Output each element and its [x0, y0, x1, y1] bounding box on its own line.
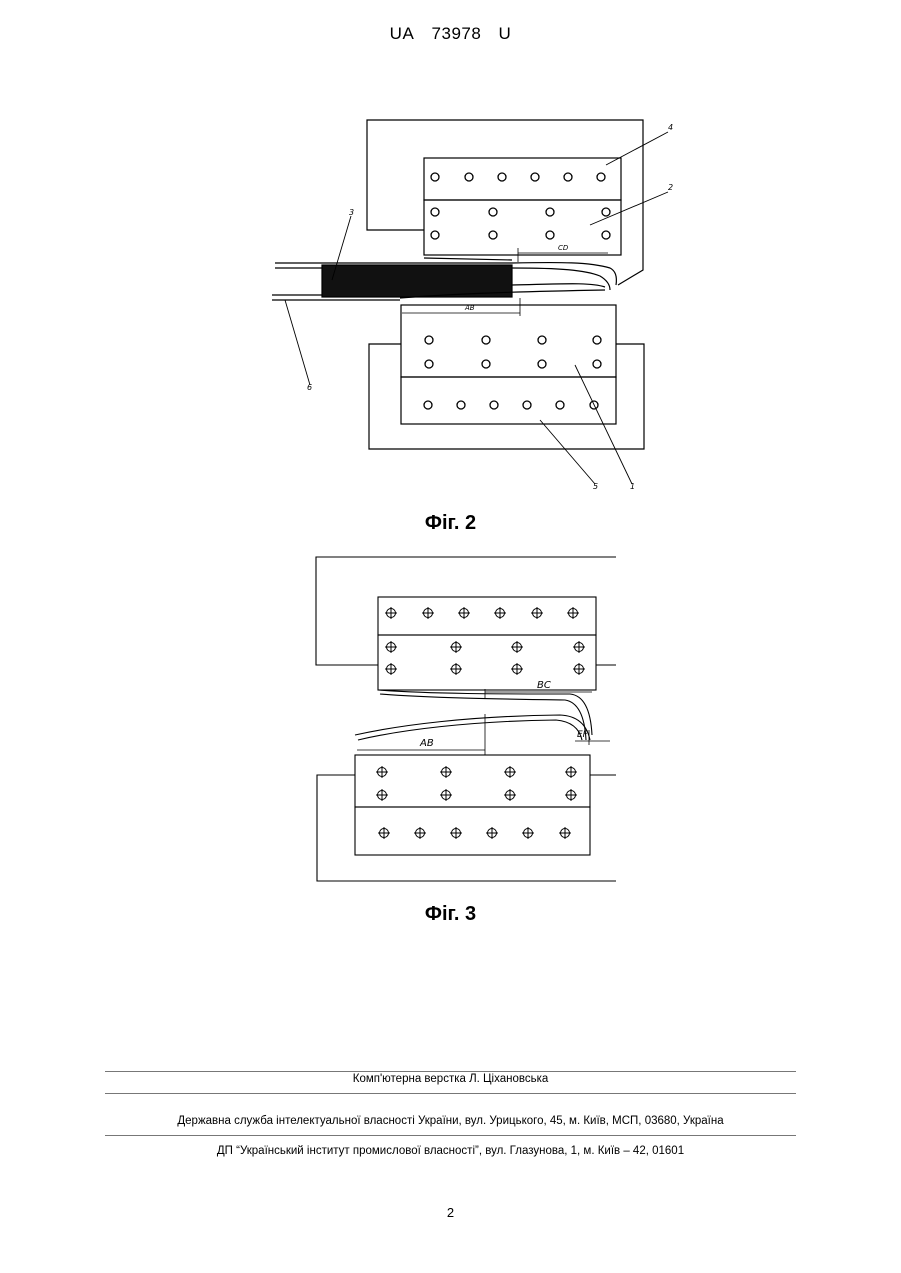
fig2-lower-bolts [424, 336, 601, 409]
fig2-bottom-frame [369, 344, 644, 449]
fig2-label-1: 1 [630, 482, 635, 491]
fig3-label-ef: EF [577, 730, 589, 740]
fig2-upper-plate-2 [424, 200, 621, 255]
header-country: UA [390, 24, 415, 44]
figure-3-drawing: BC AB EF [0, 550, 901, 890]
patent-header: UA 73978 U [0, 24, 901, 44]
footer-divider-1 [105, 1071, 796, 1072]
fig2-label-4: 4 [668, 123, 673, 132]
header-number: 73978 [432, 24, 482, 44]
figure-2-caption: Фіг. 2 [0, 512, 901, 535]
fig2-label-6: 6 [307, 383, 312, 392]
footer-typesetter: Комп'ютерна верстка Л. Ціхановська [0, 1073, 901, 1085]
fig2-label-3: 3 [349, 208, 354, 217]
fig2-upper-plate-4 [424, 158, 621, 200]
figure-2-drawing: CD AB 4 2 3 6 5 1 [0, 100, 901, 500]
fig2-label-cd: CD [558, 244, 569, 252]
fig3-label-ab: AB [419, 738, 434, 749]
footer-institute: ДП “Український інститут промислової вла… [0, 1145, 901, 1157]
fig2-label-5: 5 [593, 482, 598, 491]
footer-divider-2 [105, 1093, 796, 1094]
fig2-black-insert [322, 265, 512, 297]
page-number: 2 [0, 1205, 901, 1220]
fig2-upper-bolts [431, 173, 610, 239]
header-kind: U [499, 24, 512, 44]
footer-office: Державна служба інтелектуальної власност… [0, 1115, 901, 1127]
fig3-label-bc: BC [537, 680, 551, 691]
fig2-label-2: 2 [668, 183, 673, 192]
footer-divider-3 [105, 1135, 796, 1136]
fig2-label-ab: AB [464, 304, 475, 312]
figure-3-caption: Фіг. 3 [0, 903, 901, 926]
